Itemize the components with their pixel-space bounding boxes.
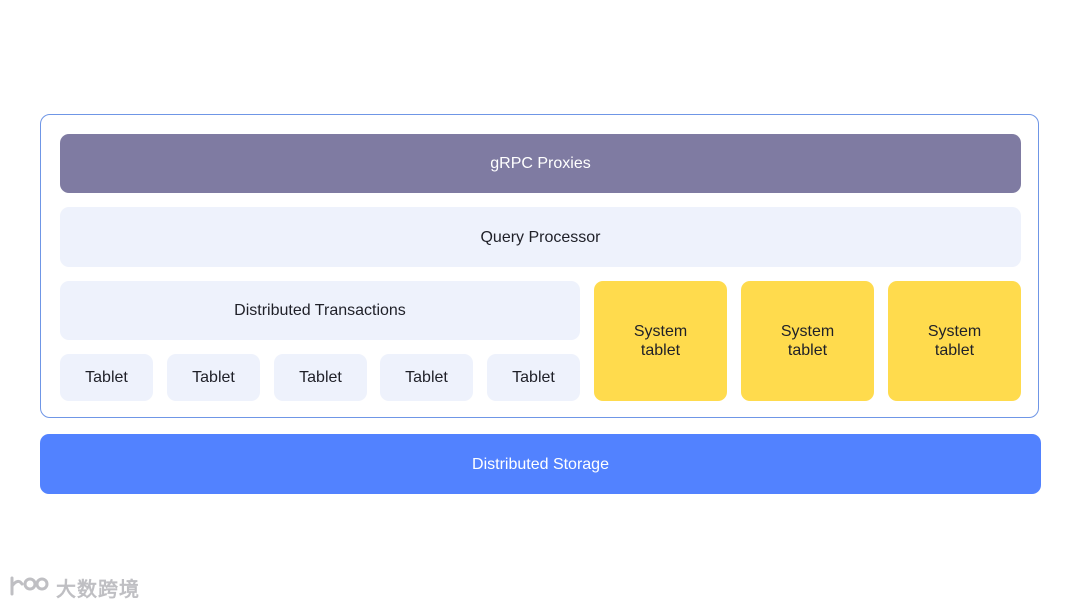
distributed-storage-block: Distributed Storage [40,434,1041,494]
query-processor-block: Query Processor [60,207,1021,267]
system-tablet-block: System tablet [594,281,727,401]
watermark-logo-icon [8,574,50,600]
tablet-block: Tablet [60,354,153,401]
watermark: 大数跨境 [8,572,140,602]
tablet-block: Tablet [274,354,367,401]
grpc-proxies-block: gRPC Proxies [60,134,1021,193]
tablet-block: Tablet [487,354,580,401]
watermark-text: 大数跨境 [56,578,140,601]
distributed-transactions-block: Distributed Transactions [60,281,580,340]
system-tablet-block: System tablet [741,281,874,401]
tablet-block: Tablet [380,354,473,401]
system-tablet-block: System tablet [888,281,1021,401]
tablet-block: Tablet [167,354,260,401]
